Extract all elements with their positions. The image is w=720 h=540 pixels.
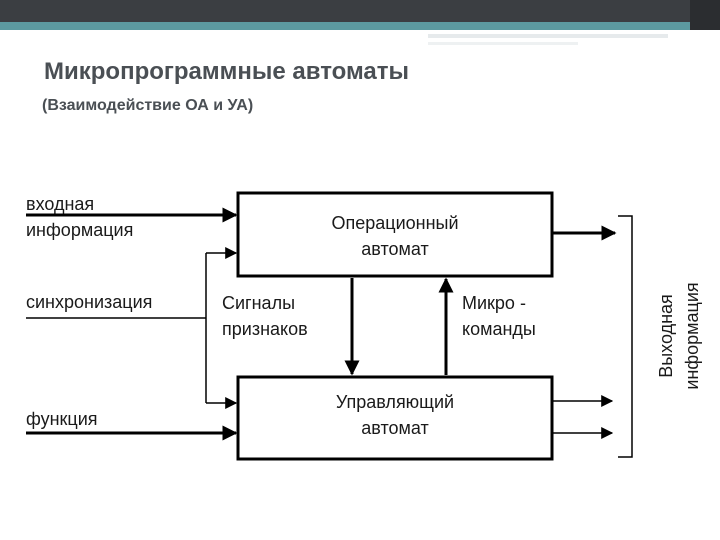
decor-stripe bbox=[428, 34, 668, 38]
flag-signals-line1: Сигналы bbox=[222, 293, 295, 313]
control-block-line2: автомат bbox=[361, 418, 428, 438]
flag-signals-line2: признаков bbox=[222, 319, 308, 339]
control-automaton-block bbox=[236, 375, 554, 461]
output-info-line2: информация bbox=[682, 282, 702, 389]
input-info-label-line2: информация bbox=[26, 220, 133, 240]
output-info-line1: Выходная bbox=[656, 294, 676, 378]
micro-commands-line1: Микро - bbox=[462, 293, 526, 313]
top-bar bbox=[0, 0, 720, 22]
sync-label: синхронизация bbox=[26, 292, 152, 312]
operational-block-line1: Операционный bbox=[331, 213, 458, 233]
operational-block-line2: автомат bbox=[361, 239, 428, 259]
operational-automaton-block bbox=[236, 191, 554, 278]
top-bar-accent bbox=[0, 22, 720, 30]
output-bracket bbox=[618, 215, 633, 458]
micro-commands-line2: команды bbox=[462, 319, 536, 339]
slide-subtitle: (Взаимодействие ОА и УА) bbox=[42, 97, 254, 114]
function-label: функция bbox=[26, 409, 98, 429]
top-bar-corner bbox=[690, 0, 720, 30]
decor-stripe bbox=[428, 42, 578, 45]
output-info-label: Выходная информация bbox=[656, 282, 702, 389]
slide-title: Микропрограммные автоматы bbox=[44, 58, 410, 85]
control-block-line1: Управляющий bbox=[336, 392, 454, 412]
input-info-label-line1: входная bbox=[26, 194, 94, 214]
